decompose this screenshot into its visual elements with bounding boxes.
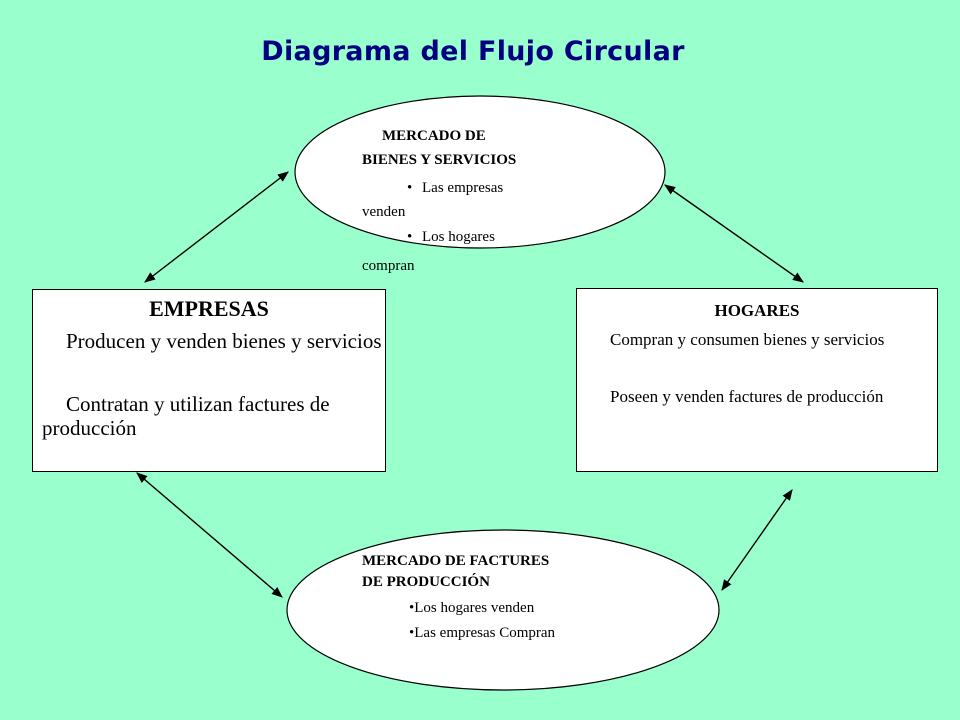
- bullet-icon: •: [407, 229, 413, 245]
- arrow-factors-hogares: [721, 489, 793, 591]
- empresas-box: EMPRESAS Producen y venden bienes y serv…: [32, 289, 386, 472]
- market-goods-heading-1: MERCADO DE: [382, 128, 486, 144]
- diagram-title: Diagrama del Flujo Circular: [261, 36, 685, 67]
- arrow-empresas-goods: [144, 171, 289, 283]
- market-factors-ellipse: [286, 529, 720, 691]
- hogares-title: HOGARES: [714, 301, 800, 320]
- market-factors-item-1: •Los hogares venden: [409, 600, 535, 616]
- hogares-line-2: Poseen y venden factures de producción: [610, 387, 884, 406]
- market-factors-item-2: •Las empresas Compran: [409, 625, 556, 641]
- hogares-box: HOGARES Compran y consumen bienes y serv…: [576, 288, 938, 472]
- market-goods-item-1: • Las empresas: [407, 180, 504, 196]
- market-goods-item-2-cont: compran: [362, 258, 415, 274]
- empresas-title: EMPRESAS: [149, 296, 269, 321]
- arrow-empresas-factors: [136, 472, 283, 598]
- market-goods-item-2: • Los hogares: [407, 229, 495, 245]
- market-goods-item-1-cont: venden: [362, 204, 406, 220]
- bullet-icon: •: [407, 180, 413, 196]
- empresas-line-2: Contratan y utilizan factures de producc…: [42, 392, 330, 441]
- market-factors-heading-1: MERCADO DE FACTURES: [362, 553, 550, 569]
- arrow-goods-hogares: [664, 184, 804, 283]
- market-goods-heading-2: BIENES Y SERVICIOS: [362, 152, 517, 168]
- hogares-line-1: Compran y consumen bienes y servicios: [610, 330, 885, 349]
- market-goods-ellipse: [294, 95, 666, 249]
- empresas-line-1: Producen y venden bienes y servicios: [66, 329, 382, 353]
- market-factors-heading-2: DE PRODUCCIÓN: [362, 574, 490, 590]
